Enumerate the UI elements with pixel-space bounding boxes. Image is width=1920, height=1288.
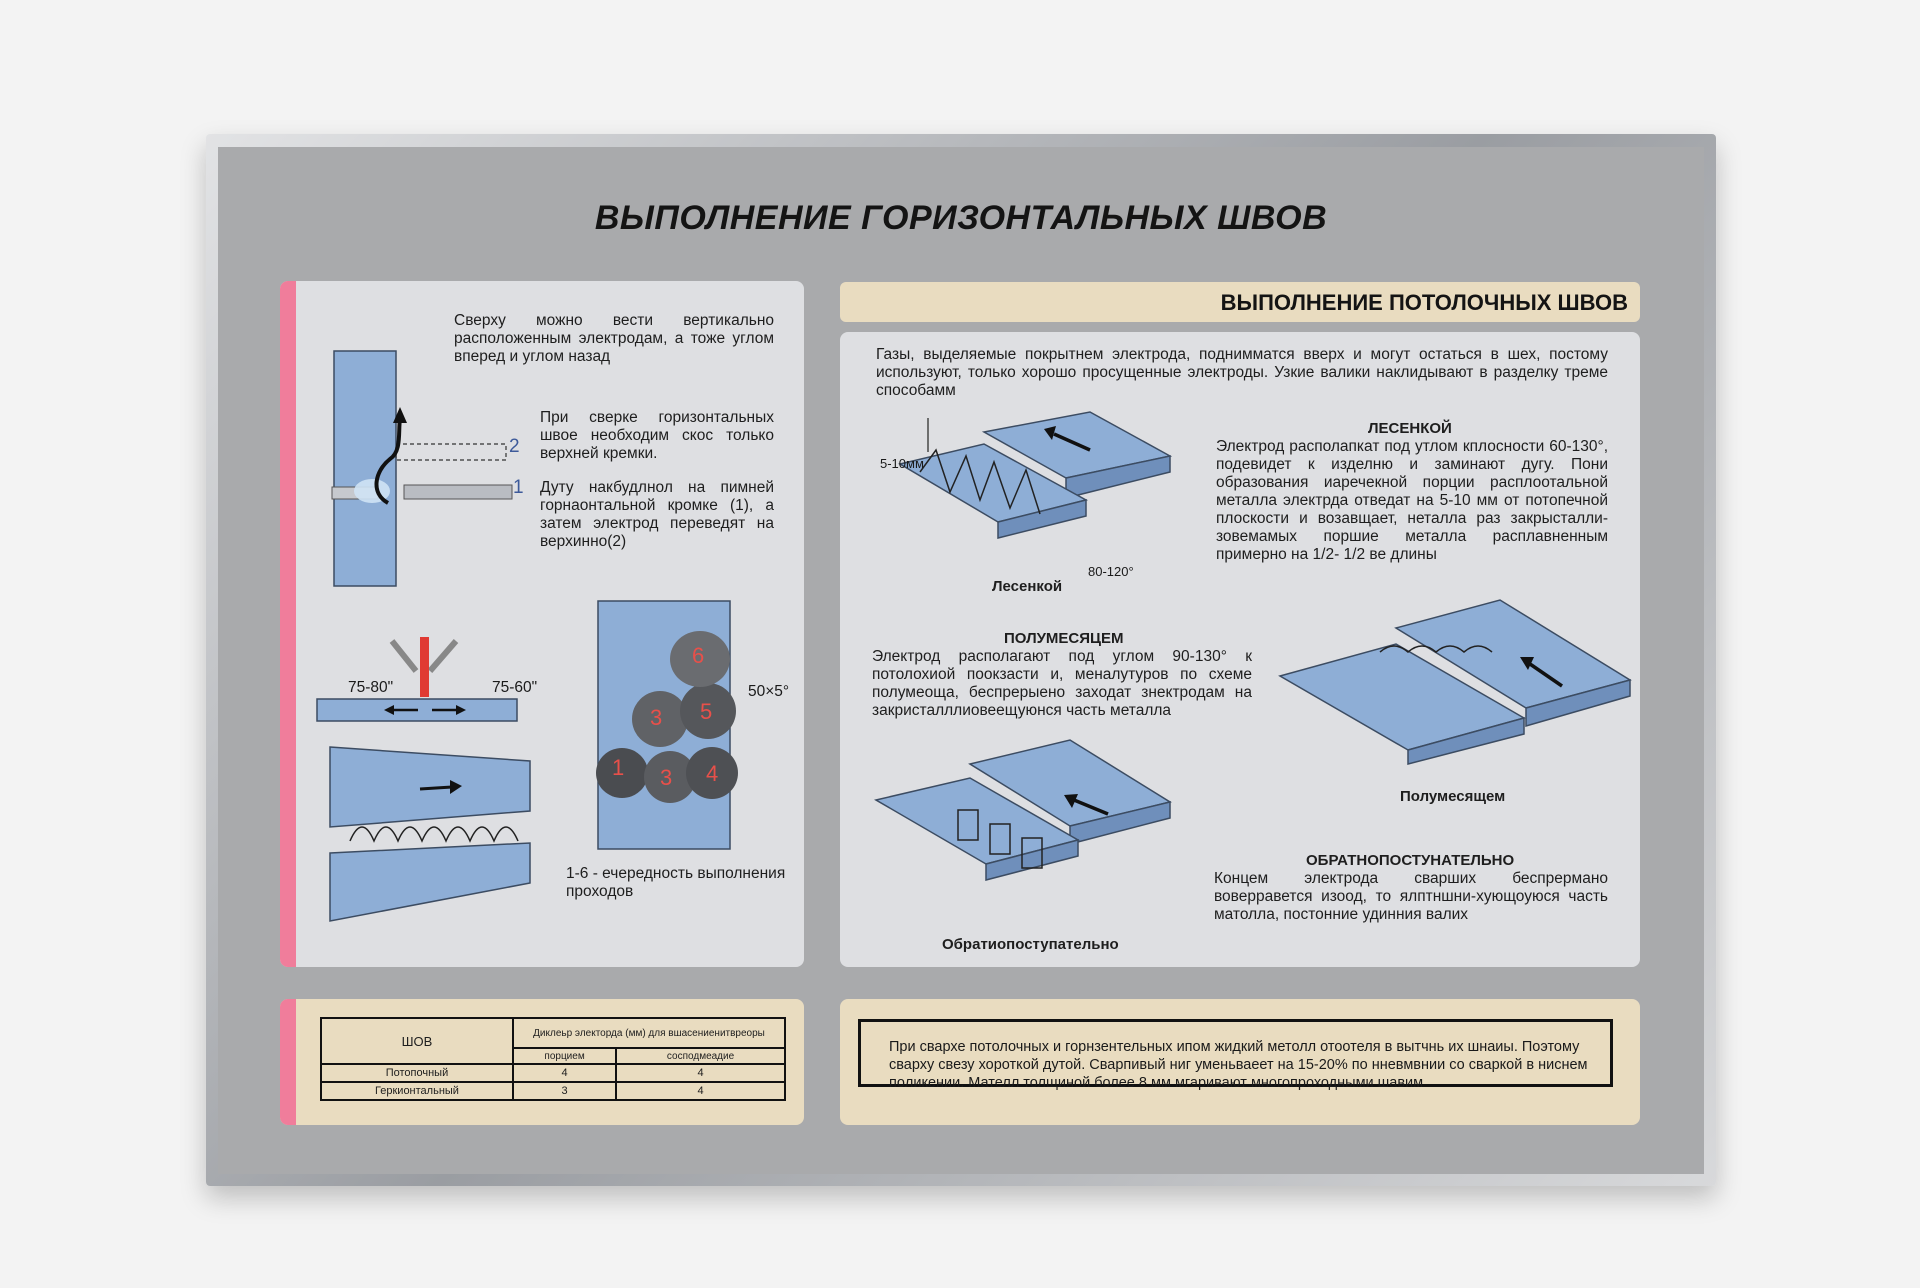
bevel-text: При сверке горизонтальных швое необходим… bbox=[540, 409, 774, 462]
overhead-intro: Газы, выделяемые покрытнем электрода, по… bbox=[876, 346, 1608, 399]
ladder-heading: ЛЕСЕНКОЙ bbox=[1368, 420, 1452, 437]
ladder-dim-mm: 5-10мм bbox=[880, 456, 924, 471]
electrode-position-figure bbox=[331, 350, 513, 587]
poster: ВЫПОЛНЕНИЕ ГОРИЗОНТАЛЬНЫХ ШВОВ Сверху мо… bbox=[218, 147, 1704, 1174]
electrode-angle-figure bbox=[316, 637, 531, 922]
accent-bar bbox=[280, 281, 296, 967]
overhead-note-box: При свархе потолочных и горнзентельных и… bbox=[858, 1019, 1613, 1091]
backstep-caption: Обратиопоступательно bbox=[942, 936, 1119, 953]
pass-number-3a: 3 bbox=[660, 765, 673, 790]
table-cell: Потопочный bbox=[320, 1063, 514, 1083]
overhead-note-text: При свархе потолочных и горнзентельных и… bbox=[889, 1039, 1588, 1091]
overhead-seams-panel: Газы, выделяемые покрытнем электрода, по… bbox=[840, 332, 1640, 967]
table-col-a: порцием bbox=[511, 1047, 618, 1065]
overhead-header: ВЫПОЛНЕНИЕ ПОТОЛОЧНЫХ ШВОВ bbox=[840, 282, 1640, 322]
backstep-heading: ОБРАТНОПОСТУНАТЕЛЬНО bbox=[1306, 852, 1515, 869]
position-marker-1: 1 bbox=[513, 477, 524, 498]
table-row: Потопочный 4 4 bbox=[320, 1063, 786, 1083]
overhead-note-panel: При свархе потолочных и горнзентельных и… bbox=[840, 999, 1640, 1125]
ladder-text: Электрод располапкат под утлом кплосност… bbox=[1216, 438, 1608, 563]
arc-start-text: Дуту накбудлнол на пимней горнаонтальной… bbox=[540, 479, 774, 550]
position-marker-2: 2 bbox=[509, 436, 520, 457]
multi-pass-figure bbox=[596, 600, 738, 850]
overhead-header-title: ВЫПОЛНЕНИЕ ПОТОЛОЧНЫХ ШВОВ bbox=[1220, 290, 1628, 315]
table-row: Геркионтальный 3 4 bbox=[320, 1081, 786, 1101]
electrode-table-panel: ШОВ Диклеьр электорда (мм) для вшасениен… bbox=[280, 999, 804, 1125]
pass-number-1: 1 bbox=[612, 755, 625, 780]
table-cell: 4 bbox=[615, 1063, 786, 1083]
horizontal-seams-panel: Сверху можно вести вертикально расположе… bbox=[280, 281, 804, 967]
table-cell: 4 bbox=[615, 1081, 786, 1101]
pass-number-4: 4 bbox=[706, 761, 719, 786]
table-col-group: Диклеьр электорда (мм) для вшасениенитвр… bbox=[512, 1017, 786, 1049]
table-cell: 4 bbox=[511, 1063, 618, 1083]
ladder-method-figure bbox=[898, 411, 1173, 539]
ladder-caption: Лесенкой bbox=[992, 578, 1063, 595]
pass-number-3b: 3 bbox=[650, 705, 663, 730]
pass-order-caption: 1-6 - ечередность выполнения проходов bbox=[566, 865, 786, 900]
vertical-electrode-text: Сверху можно вести вертикально расположе… bbox=[454, 312, 774, 365]
crescent-caption: Полумесящем bbox=[1400, 788, 1506, 805]
table-col-seam: ШОВ bbox=[320, 1017, 514, 1065]
backstep-text: Концем электрода сварших беспрермано вов… bbox=[1214, 870, 1608, 923]
pass-number-6: 6 bbox=[692, 643, 705, 668]
table-cell: 3 bbox=[511, 1081, 618, 1101]
table-cell: Геркионтальный bbox=[320, 1081, 514, 1101]
crescent-text: Электрод располагают под углом 90-130° к… bbox=[872, 648, 1252, 719]
backstep-method-figure bbox=[873, 739, 1172, 881]
pass-angle-label: 50×5° bbox=[748, 683, 790, 700]
pass-number-5: 5 bbox=[700, 699, 713, 724]
ladder-dim-angle: 80-120° bbox=[1088, 564, 1134, 579]
electrode-diameter-table: ШОВ Диклеьр электорда (мм) для вшасениен… bbox=[320, 1017, 786, 1101]
poster-title: ВЫПОЛНЕНИЕ ГОРИЗОНТАЛЬНЫХ ШВОВ bbox=[594, 199, 1328, 237]
crescent-method-figure bbox=[1278, 599, 1632, 765]
accent-bar-bottom bbox=[280, 999, 296, 1125]
crescent-heading: ПОЛУМЕСЯЦЕМ bbox=[1004, 630, 1124, 647]
angle-right-label: 75-60" bbox=[492, 679, 538, 696]
angle-left-label: 75-80" bbox=[348, 679, 394, 696]
table-col-b: сосподмеадие bbox=[615, 1047, 786, 1065]
